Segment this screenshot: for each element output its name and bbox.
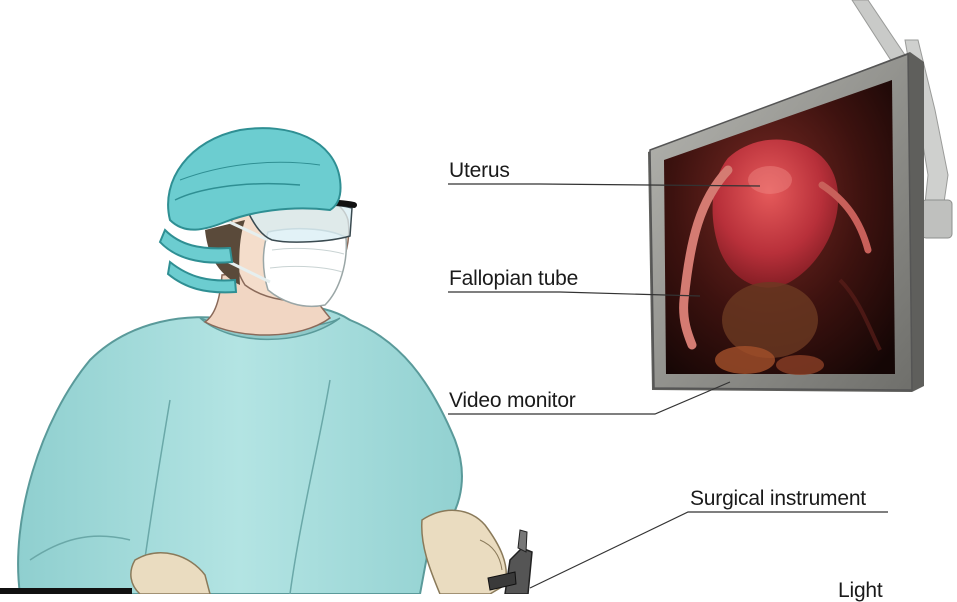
monitor-screen — [664, 80, 895, 375]
label-fallopian-tube: Fallopian tube — [449, 268, 578, 289]
leader-line-surgical-instrument — [530, 512, 888, 588]
black-corner-bar — [0, 588, 132, 594]
surgical-gown — [18, 305, 462, 594]
video-monitor — [648, 52, 924, 392]
label-uterus: Uterus — [449, 160, 510, 181]
label-video-monitor: Video monitor — [449, 390, 576, 411]
surgeon-figure — [18, 128, 532, 594]
label-light: Light — [838, 580, 883, 601]
label-surgical-instrument: Surgical instrument — [690, 488, 866, 509]
